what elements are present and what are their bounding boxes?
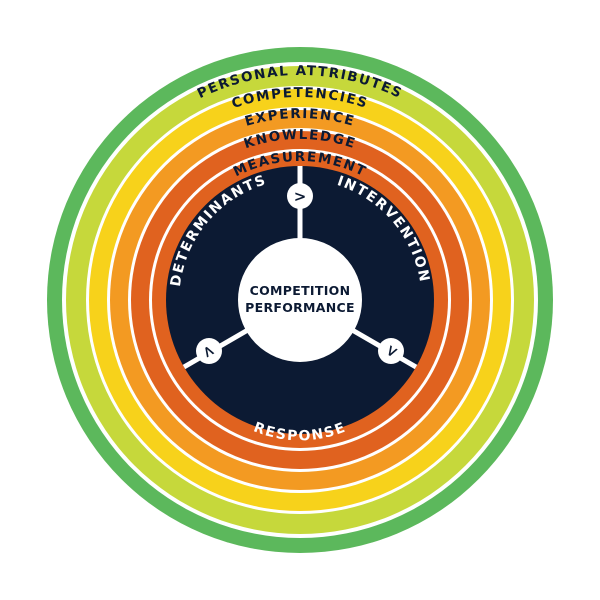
flow-arrow-lower-right: <	[378, 338, 404, 364]
ring-label-experience: EXPERIENCE	[243, 106, 357, 130]
center-label-line1: COMPETITION	[250, 283, 351, 298]
arrow-badge-lower-left	[196, 338, 222, 364]
arrow-badge-lower-right	[378, 338, 404, 364]
chevron-right-icon: >	[294, 188, 307, 206]
center-circle	[238, 238, 362, 362]
arrow-badge-top	[287, 183, 313, 209]
flow-arrow-top: >	[287, 183, 313, 209]
ring-label-experience-path: EXPERIENCE	[243, 106, 355, 130]
flow-arrow-lower-left: <	[196, 338, 222, 364]
center-label-line2: PERFORMANCE	[245, 300, 355, 315]
